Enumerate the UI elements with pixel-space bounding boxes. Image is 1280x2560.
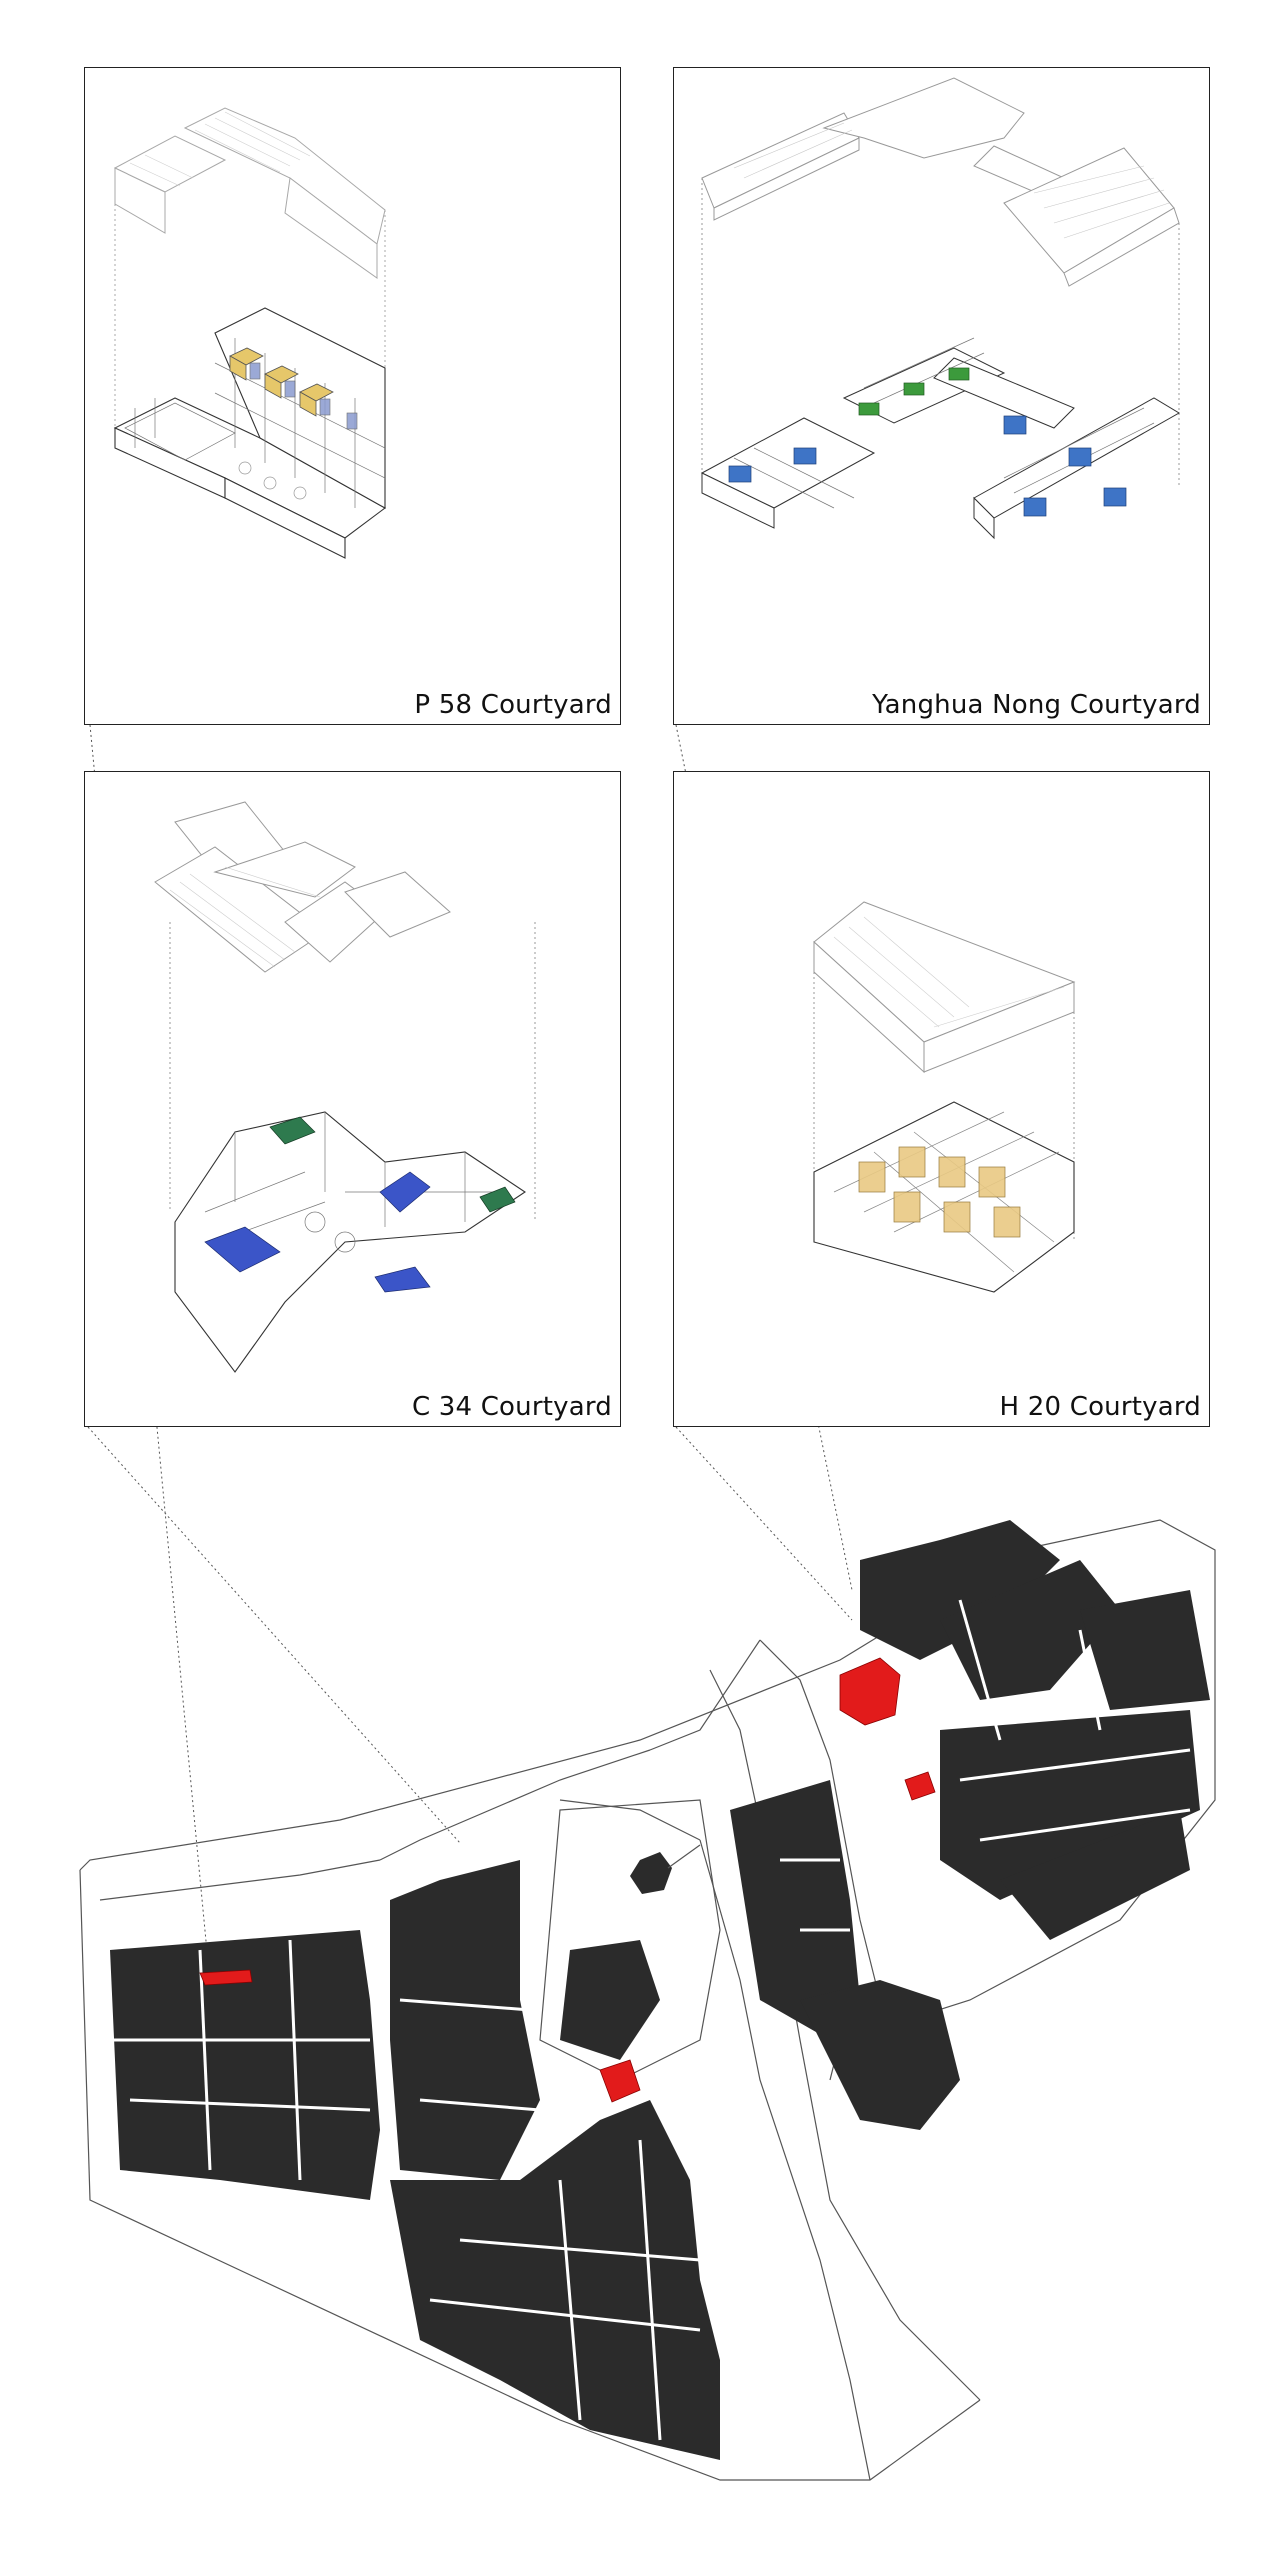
highlight-yanghua (839, 1657, 901, 1726)
caption-yanghua: Yanghua Nong Courtyard (872, 690, 1201, 720)
highlight-p58 (199, 1969, 253, 1986)
yanghua-green-rooms (858, 367, 970, 416)
c34-green-rooms (269, 1116, 516, 1213)
pagoda (630, 1852, 672, 1894)
caption-p58: P 58 Courtyard (414, 690, 612, 720)
site-map (79, 1519, 1216, 2481)
h20-axonometric-drawing (813, 901, 1076, 1293)
highlight-c34 (599, 2059, 641, 2103)
highlight-h20 (904, 1771, 936, 1801)
caption-h20: H 20 Courtyard (999, 1392, 1201, 1422)
c34-blue-rooms (204, 1171, 431, 1293)
yanghua-axonometric-drawing (700, 77, 1180, 540)
building-fabric-west (110, 1860, 540, 2200)
c34-axonometric-drawing (154, 801, 536, 1373)
building-fabric-east (730, 1520, 1210, 2130)
building-fabric-central (390, 1940, 720, 2460)
p58-axonometric-drawing (113, 107, 387, 559)
leader-c34 (87, 1426, 461, 1844)
panel-yanghua-nong-courtyard: Yanghua Nong Courtyard (673, 67, 1210, 725)
caption-c34: C 34 Courtyard (411, 1392, 612, 1422)
panel-p58-courtyard: P 58 Courtyard (84, 67, 621, 725)
leader-h20 (675, 1426, 853, 1621)
panel-c34-courtyard: C 34 Courtyard (84, 771, 621, 1427)
h20-highlight-rooms (858, 1146, 1021, 1238)
p58-highlight-rooms (229, 347, 334, 417)
road-network (79, 1519, 1216, 2481)
pagoda-plaza (539, 1799, 721, 2081)
map-highlights (199, 1657, 936, 2103)
yanghua-blue-rooms (728, 415, 1127, 517)
panel-h20-courtyard: H 20 Courtyard (673, 771, 1210, 1427)
